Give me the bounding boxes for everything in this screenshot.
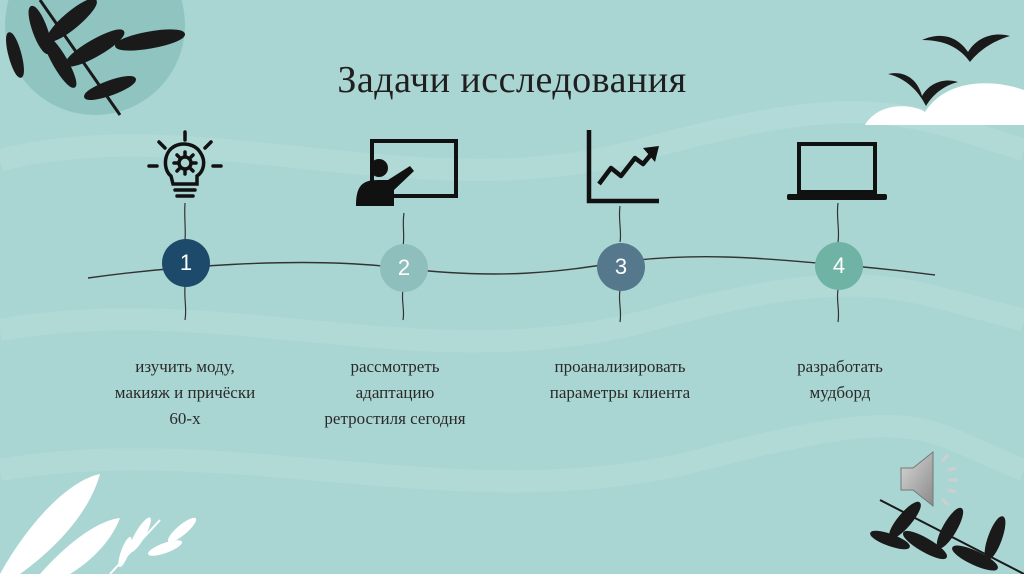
step-1-circle: 1 bbox=[162, 239, 210, 287]
step-4-caption: разработать мудборд bbox=[730, 354, 950, 406]
bottom-left-leaves bbox=[0, 474, 197, 574]
timeline-connectors bbox=[184, 202, 840, 323]
step-2-caption: рассмотреть адаптацию ретростиля сегодня bbox=[285, 354, 505, 432]
step-number: 2 bbox=[397, 255, 411, 280]
timeline-line bbox=[87, 256, 936, 279]
step-3-circle: 3 bbox=[597, 243, 645, 291]
caption-line: адаптацию bbox=[355, 383, 435, 402]
caption-line: рассмотреть bbox=[350, 357, 440, 376]
caption-line: параметры клиента bbox=[549, 383, 691, 402]
birds bbox=[888, 34, 1010, 106]
top-left-leaves bbox=[6, 0, 186, 116]
slide-title: Задачи исследования bbox=[337, 59, 687, 101]
presenter-board-icon bbox=[356, 139, 458, 206]
caption-line: проанализировать bbox=[554, 357, 686, 376]
step-number: 4 bbox=[832, 253, 846, 278]
cloud bbox=[865, 83, 1024, 125]
bottom-right-leaves bbox=[870, 499, 1024, 574]
step-number: 3 bbox=[614, 254, 628, 279]
step-4-circle: 4 bbox=[815, 242, 863, 290]
step-number: 1 bbox=[179, 250, 193, 275]
laptop-icon bbox=[787, 142, 887, 200]
speaker-icon[interactable] bbox=[895, 448, 967, 510]
lightbulb-gear-icon bbox=[147, 130, 223, 198]
caption-line: мудборд bbox=[809, 383, 871, 402]
caption-line: разработать bbox=[797, 357, 883, 376]
step-1-caption: изучить моду, макияж и причёски 60-х bbox=[75, 354, 295, 432]
step-3-caption: проанализировать параметры клиента bbox=[510, 354, 730, 406]
caption-line: ретростиля сегодня bbox=[324, 409, 466, 428]
caption-line: 60-х bbox=[169, 409, 201, 428]
caption-line: изучить моду, bbox=[135, 357, 235, 376]
caption-line: макияж и причёски bbox=[114, 383, 256, 402]
step-2-circle: 2 bbox=[380, 244, 428, 292]
growth-chart-icon bbox=[586, 130, 659, 204]
